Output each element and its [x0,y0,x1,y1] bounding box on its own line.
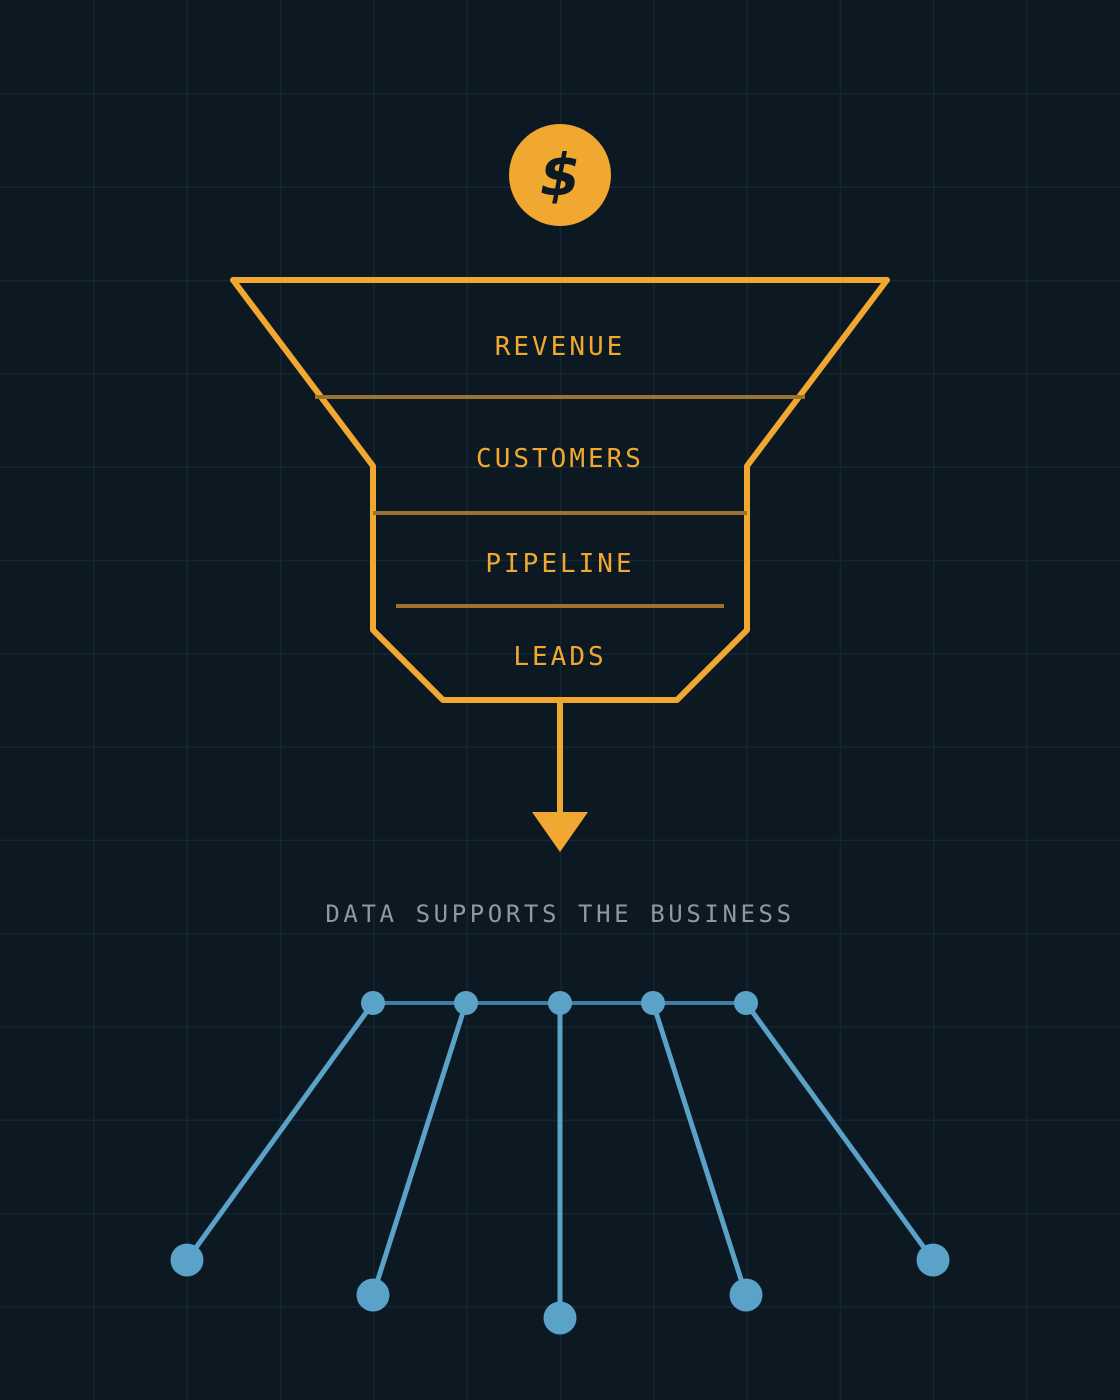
network-endpoint-node [170,1243,204,1277]
stage-label-leads: LEADS [513,642,606,672]
coin-symbol: $ [540,141,580,209]
arrow-down-icon [532,700,588,852]
network-link [184,1001,376,1262]
network-hub-node [548,991,572,1015]
network-hub-node [641,991,665,1015]
network-endpoint-node [356,1278,390,1312]
data-network [170,991,950,1335]
coin-circle [509,124,611,226]
network-hub-node [361,991,385,1015]
stage-label-pipeline: PIPELINE [485,549,634,579]
stage-label-customers: CUSTOMERS [476,444,644,474]
network-endpoint-node [543,1301,577,1335]
network-endpoint-node [916,1243,950,1277]
stage-label-revenue: REVENUE [495,332,626,362]
network-hub-node [734,991,758,1015]
network-hub-node [454,991,478,1015]
arrow-head [532,812,588,852]
network-link [743,1001,936,1262]
network-link [370,1002,469,1296]
network-link [650,1002,749,1296]
network-endpoint-node [729,1278,763,1312]
dollar-coin-icon: $ [509,124,611,226]
caption-text: DATA SUPPORTS THE BUSINESS [325,900,794,928]
funnel-outline [230,277,890,703]
